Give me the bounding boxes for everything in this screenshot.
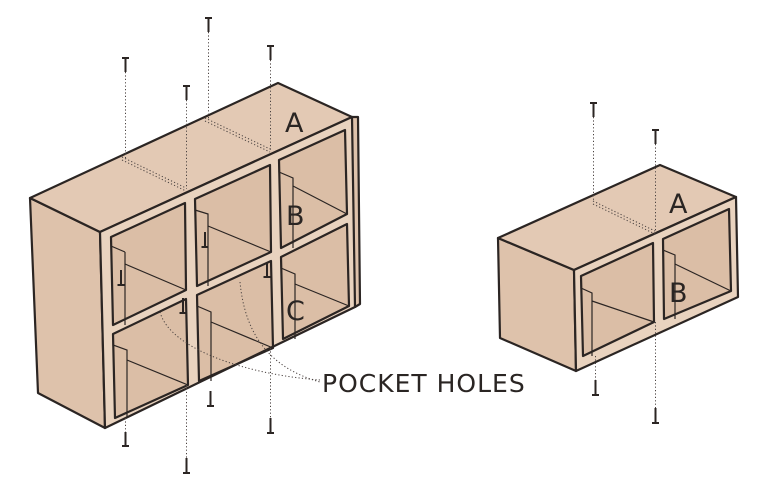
small-screw-bottom-1 [592,356,599,396]
cubby-top-left [111,203,186,325]
cubby-bottom-left [113,299,188,418]
screw-top-3 [205,17,212,120]
pocket-holes-leaders [159,281,321,383]
small-cubby-right [663,209,731,319]
small-screw-top-2 [652,129,659,233]
small-top-panel [498,165,736,270]
cubby-top-right [279,130,347,248]
screw-bottom-3 [207,391,214,407]
pocket-screw-2 [201,232,209,248]
screw-top-1 [122,57,129,158]
pocket-holes-callout: POCKET HOLES [322,369,526,398]
large-left-panel [30,198,105,428]
screw-top-2 [183,85,190,189]
small-cabinet-screws [590,102,659,424]
label-panel-b-large: B [286,201,305,232]
small-cabinet [496,163,740,373]
label-panel-b-small: B [669,278,688,309]
screw-bottom-1 [122,418,129,447]
screw-bottom-4 [267,348,274,434]
small-left-panel [498,238,576,371]
label-panel-a-large: A [285,108,304,139]
large-cabinet [28,81,362,430]
label-panel-a-small: A [669,189,688,220]
screw-bottom-2 [183,385,190,474]
screw-top-4 [267,45,274,151]
cubby-bottom-right [281,224,349,339]
cubby-bottom-middle [197,261,273,381]
small-screw-top-1 [590,102,597,202]
large-cabinet-screws [117,17,274,474]
pocket-screw-4 [179,298,187,314]
pocket-screw-1 [117,270,125,286]
large-top-panel [30,83,352,232]
cubby-top-middle [195,165,271,286]
small-cubby-left [581,243,654,356]
label-panel-c-large: C [286,296,305,327]
small-screw-bottom-2 [652,322,659,424]
pocket-screw-3 [263,262,271,278]
